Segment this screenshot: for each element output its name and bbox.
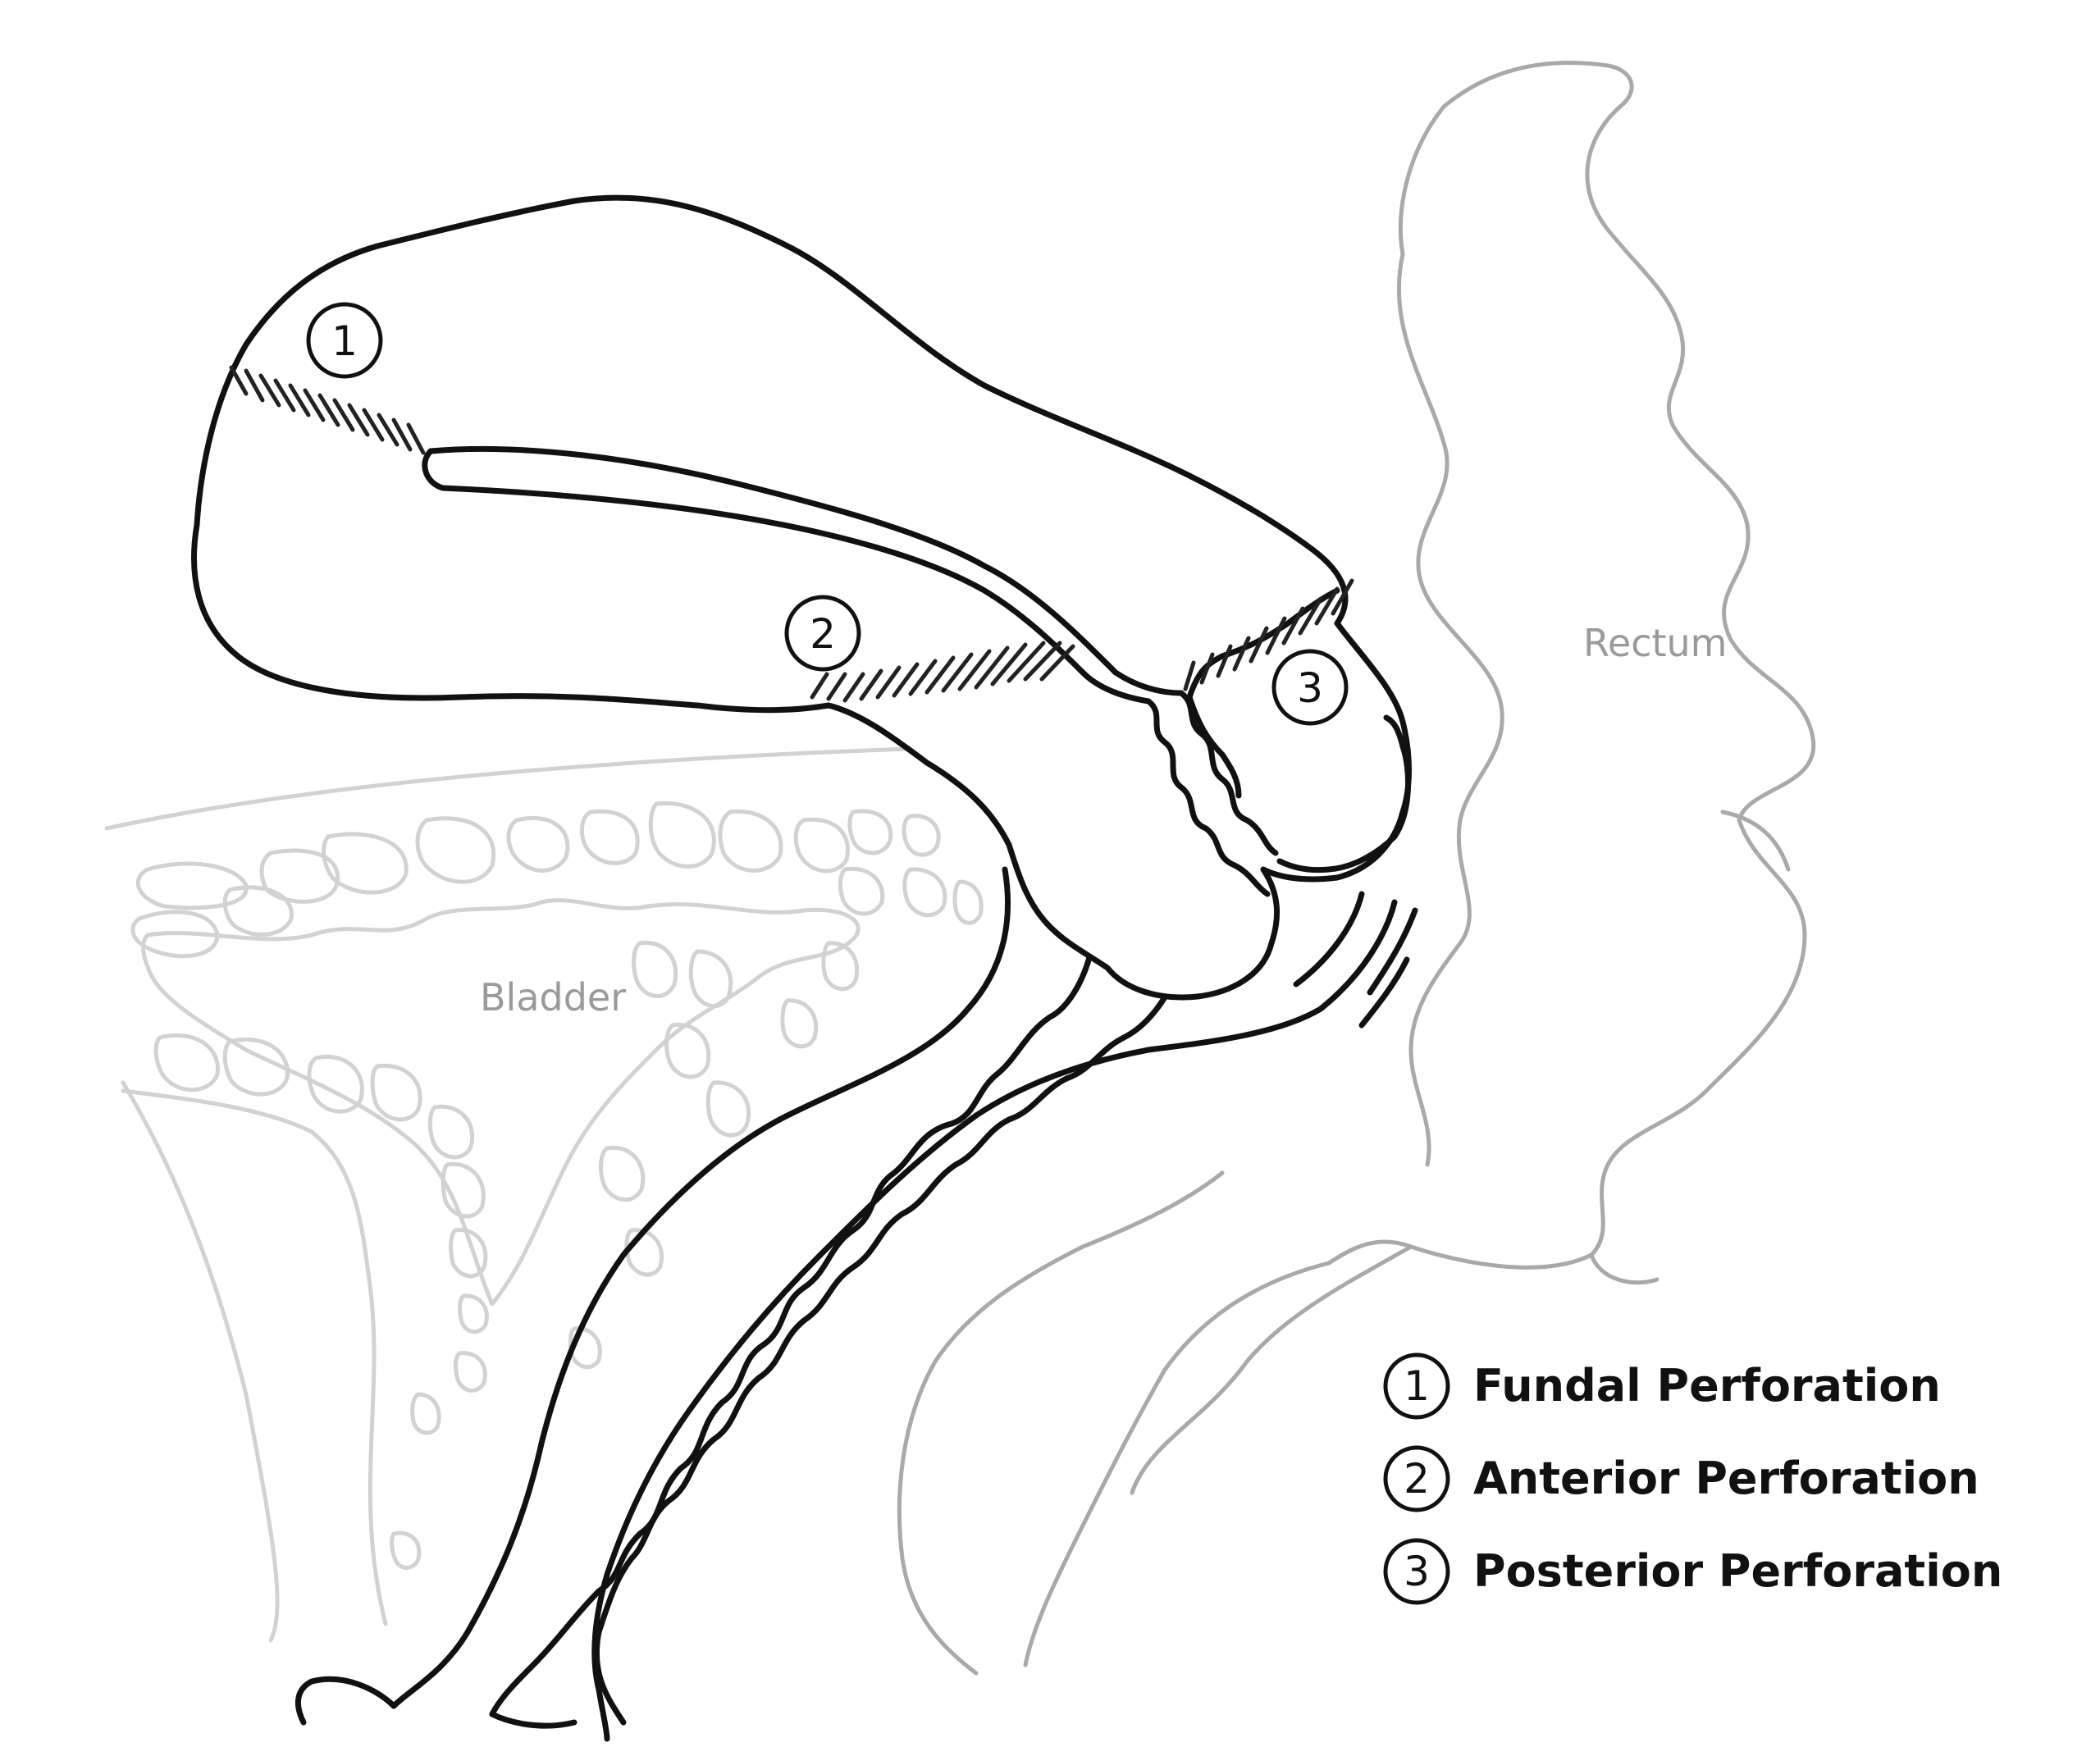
svg-text:Anterior Perforation: Anterior Perforation [1473,1453,1979,1504]
legend: 1 Fundal Perforation 2 Anterior Perforat… [1383,1352,2002,1605]
marker-fundal: 1 [306,302,383,379]
svg-text:2: 2 [1404,1455,1430,1503]
rectum [897,61,1816,1676]
marker-anterior: 2 [784,595,861,672]
svg-text:2: 2 [810,610,836,658]
legend-item-fundal: 1 Fundal Perforation [1383,1352,1941,1420]
vaginal-canal [294,866,1418,1742]
uterus [191,194,1412,1001]
rectum-label: Rectum [1583,621,1728,665]
svg-text:1: 1 [1404,1362,1430,1410]
svg-text:3: 3 [1297,664,1323,712]
marker-posterior: 3 [1271,649,1349,726]
legend-item-posterior: 3 Posterior Perforation [1383,1538,2002,1605]
legend-item-anterior: 2 Anterior Perforation [1383,1445,1979,1512]
svg-text:Posterior Perforation: Posterior Perforation [1473,1545,2002,1597]
svg-text:Fundal Perforation: Fundal Perforation [1473,1360,1941,1412]
hatch-posterior [1183,578,1354,691]
bladder-label: Bladder [480,975,626,1019]
pelvic-tissue [104,744,1008,1643]
svg-text:3: 3 [1404,1548,1430,1595]
bladder-outline [141,898,861,1307]
hatch-anterior [810,641,1075,703]
svg-text:1: 1 [331,317,358,365]
hatch-fundal [229,365,426,455]
